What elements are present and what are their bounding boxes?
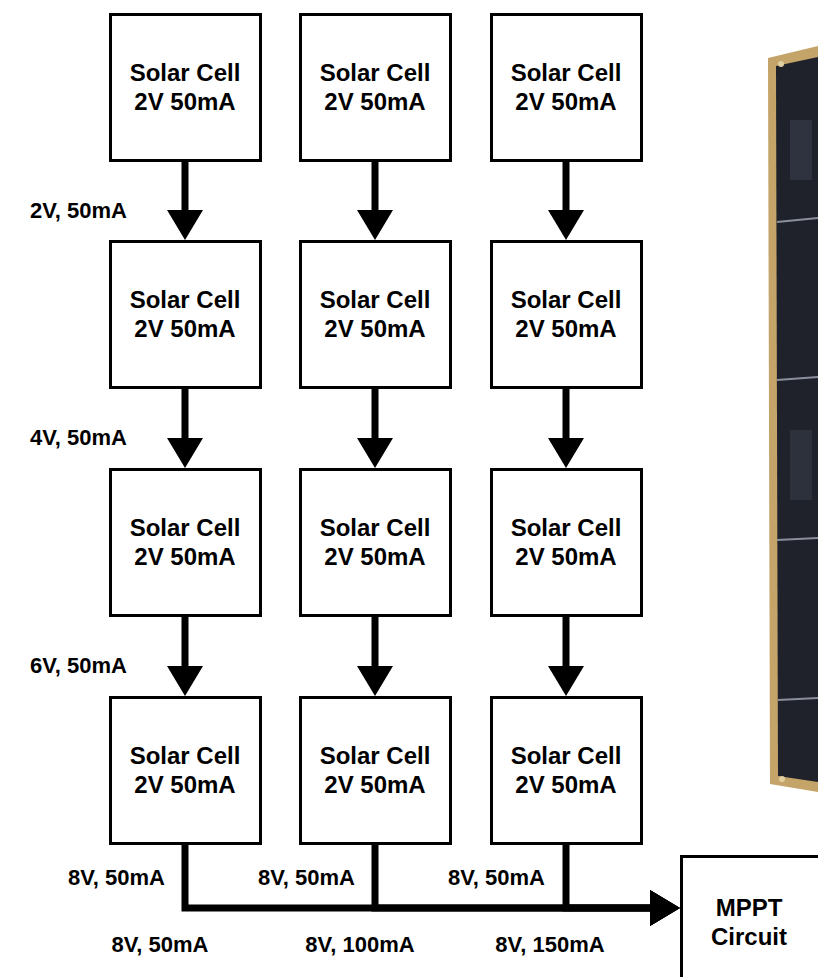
power-arrow: [167, 617, 203, 696]
arrow-head: [167, 210, 203, 240]
node-text: Solar Cell: [320, 514, 431, 543]
power-arrow: [357, 389, 393, 468]
solar-cell-box: Solar Cell2V 50mA: [490, 240, 643, 389]
node-text: Solar Cell: [130, 742, 241, 771]
arrow-head: [548, 210, 584, 240]
current-label: 8V, 50mA: [448, 865, 545, 891]
power-arrow: [375, 845, 680, 926]
node-text: Solar Cell: [511, 59, 622, 88]
power-arrow: [357, 617, 393, 696]
power-arrow: [548, 162, 584, 240]
node-text: 2V 50mA: [324, 88, 425, 117]
solar-cell-box: Solar Cell2V 50mA: [299, 240, 452, 389]
arrow-head: [357, 438, 393, 468]
arrow-shaft: [563, 389, 570, 440]
panel-cells: [776, 57, 818, 782]
node-text: 2V 50mA: [134, 88, 235, 117]
arrow-shaft: [372, 617, 379, 668]
arrow-shaft: [566, 845, 652, 908]
panel-screw: [778, 61, 784, 67]
arrow-shaft: [182, 162, 189, 212]
solar-cell-box: Solar Cell2V 50mA: [299, 13, 452, 162]
solar-cell-box: Solar Cell2V 50mA: [109, 13, 262, 162]
power-arrow: [548, 617, 584, 696]
solar-cell-box: Solar Cell2V 50mA: [490, 13, 643, 162]
solar-cell-box: Solar Cell2V 50mA: [299, 468, 452, 617]
solar-cell-box: Solar Cell2V 50mA: [490, 468, 643, 617]
cell-gap: [777, 377, 818, 380]
power-arrow: [185, 845, 680, 926]
cell-gap: [778, 698, 818, 700]
edge-label: 6V, 50mA: [30, 653, 127, 679]
node-text: 2V 50mA: [134, 771, 235, 800]
arrow-shaft: [563, 162, 570, 212]
panel-screw: [779, 776, 785, 782]
solar-cell-box: Solar Cell2V 50mA: [490, 696, 643, 845]
node-text: Solar Cell: [130, 286, 241, 315]
arrow-head: [548, 438, 584, 468]
node-text: 2V 50mA: [324, 543, 425, 572]
solar-cell-box: Solar Cell2V 50mA: [109, 240, 262, 389]
solar-cell-box: Solar Cell2V 50mA: [299, 696, 452, 845]
arrow-head: [650, 890, 680, 926]
node-text: 2V 50mA: [515, 771, 616, 800]
node-text: Solar Cell: [511, 514, 622, 543]
power-arrow: [357, 162, 393, 240]
node-text: Solar Cell: [130, 59, 241, 88]
mppt-box: MPPT Circuit: [680, 855, 818, 977]
node-text: Solar Cell: [511, 742, 622, 771]
current-label: 8V, 50mA: [68, 865, 165, 891]
arrow-head: [357, 210, 393, 240]
arrow-shaft: [182, 389, 189, 440]
power-arrow: [167, 162, 203, 240]
arrow-shaft: [375, 845, 652, 908]
cell-gap: [777, 218, 818, 222]
node-text: Solar Cell: [511, 286, 622, 315]
node-text: 2V 50mA: [515, 543, 616, 572]
arrow-shaft: [185, 845, 652, 908]
arrow-head: [167, 666, 203, 696]
cell-gap: [777, 538, 818, 540]
current-label: 8V, 150mA: [495, 932, 604, 958]
arrow-shaft: [372, 389, 379, 440]
arrow-head: [167, 438, 203, 468]
panel-reflection: [790, 430, 812, 500]
arrow-head: [650, 890, 680, 926]
node-text: Solar Cell: [320, 59, 431, 88]
arrow-shaft: [563, 617, 570, 668]
arrow-head: [548, 666, 584, 696]
node-text: Solar Cell: [320, 286, 431, 315]
panel-frame: [768, 46, 818, 792]
node-text: Solar Cell: [320, 742, 431, 771]
edge-label: 4V, 50mA: [30, 425, 127, 451]
power-arrow: [548, 389, 584, 468]
arrow-shaft: [372, 162, 379, 212]
solar-cell-box: Solar Cell2V 50mA: [109, 468, 262, 617]
arrow-head: [357, 666, 393, 696]
power-arrow: [566, 845, 680, 926]
node-text: 2V 50mA: [515, 88, 616, 117]
node-text: 2V 50mA: [324, 771, 425, 800]
edge-label: 2V, 50mA: [30, 198, 127, 224]
node-text: 2V 50mA: [324, 315, 425, 344]
solar-cell-box: Solar Cell2V 50mA: [109, 696, 262, 845]
power-arrow: [167, 389, 203, 468]
panel-reflection: [790, 120, 812, 180]
current-label: 8V, 50mA: [111, 932, 208, 958]
current-label: 8V, 50mA: [258, 865, 355, 891]
node-text: 2V 50mA: [515, 315, 616, 344]
node-text: Solar Cell: [130, 514, 241, 543]
arrow-head: [650, 890, 680, 926]
node-text: 2V 50mA: [134, 543, 235, 572]
node-text: 2V 50mA: [134, 315, 235, 344]
node-text: MPPT Circuit: [699, 894, 799, 952]
arrow-shaft: [182, 617, 189, 668]
current-label: 8V, 100mA: [305, 932, 414, 958]
